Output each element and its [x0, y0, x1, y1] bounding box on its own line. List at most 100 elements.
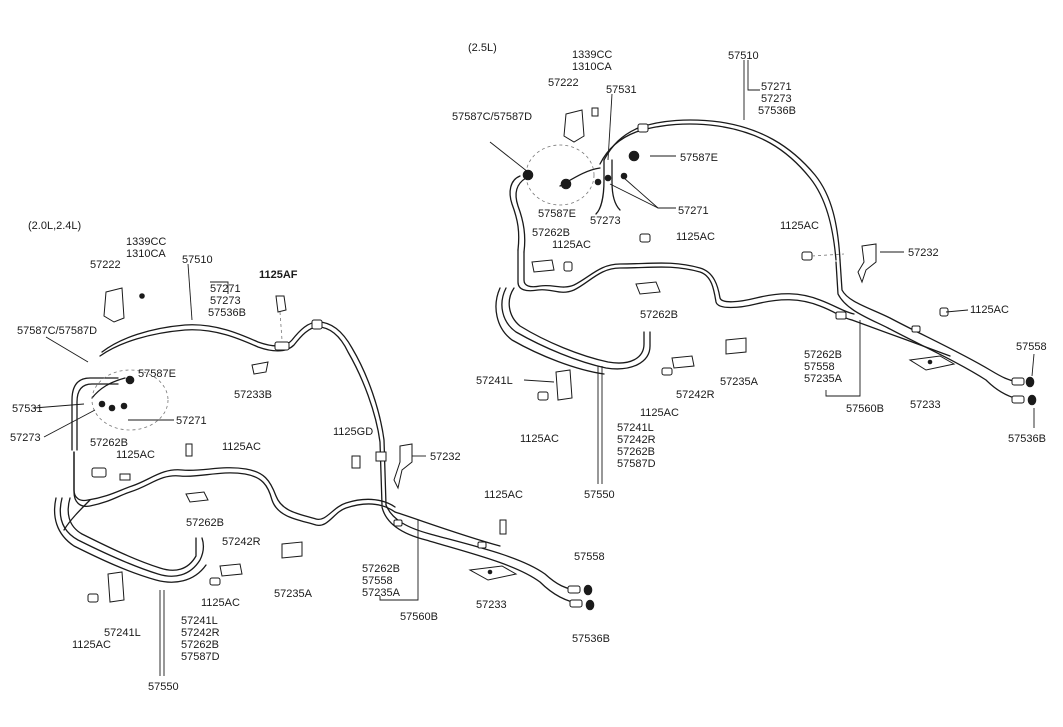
left-label-57273: 57273 — [10, 432, 41, 444]
left-hose-clip — [125, 375, 135, 385]
right-hose-57531 — [595, 159, 605, 215]
left-label-group-b-2: 57558 — [362, 575, 393, 587]
right-hose-57587e-a — [560, 178, 572, 190]
right-label-57560b: 57560B — [846, 403, 884, 415]
left-label-57271: 57271 — [176, 415, 207, 427]
left-bolt-1125af — [275, 295, 287, 313]
right-bracket-57232 — [857, 243, 877, 284]
left-clamp-57241l — [107, 571, 125, 603]
left-label-57222: 57222 — [90, 259, 121, 271]
left-label-57273-kit: 57273 — [210, 295, 241, 307]
left-label-group-a-4: 57587D — [181, 651, 220, 663]
right-label-1339cc: 1339CC — [572, 49, 612, 61]
left-bolt-1125ac-b — [87, 593, 99, 603]
left-variant-title: (2.0L,2.4L) — [28, 220, 81, 232]
right-lower-tube-b — [508, 287, 645, 364]
left-lower-tube-b — [67, 497, 197, 571]
right-label-1125ac-2: 1125AC — [676, 231, 715, 243]
left-label-group-b-3: 57235A — [362, 587, 401, 599]
left-label-57232: 57232 — [430, 451, 461, 463]
left-label-1125ac-mid: 1125AC — [484, 489, 523, 501]
left-cap-57536b — [585, 599, 595, 611]
right-label-1125ac-1: 1125AC — [552, 239, 591, 251]
right-label-group-a-1: 57241L — [617, 422, 654, 434]
right-label-57222: 57222 — [548, 77, 579, 89]
right-label-57531: 57531 — [606, 84, 637, 96]
left-label-57510: 57510 — [182, 254, 213, 266]
right-clip-57242r — [671, 355, 695, 369]
left-assembly — [33, 263, 595, 676]
right-label-57587e-1: 57587E — [680, 152, 718, 164]
right-label-group-b-1: 57262B — [804, 349, 842, 361]
right-hose-clip-c — [522, 169, 534, 181]
right-label-1125ac-4: 1125AC — [970, 304, 1009, 316]
left-tube-57560b — [385, 504, 581, 591]
left-label-57262b-b: 57262B — [186, 517, 224, 529]
left-label-1310ca: 1310CA — [126, 248, 166, 260]
left-tube-57510 — [101, 321, 387, 506]
left-label-group-b-1: 57262B — [362, 563, 400, 575]
right-label-57271-kit: 57271 — [761, 81, 792, 93]
right-label-group-a-3: 57262B — [617, 446, 655, 458]
right-label-57273-kit: 57273 — [761, 93, 792, 105]
right-label-57233: 57233 — [910, 399, 941, 411]
right-bolt-1125ac-b — [801, 251, 813, 261]
right-grommet-57262b-b — [635, 281, 661, 295]
left-label-1125ac-2: 1125AC — [222, 441, 261, 453]
right-cap-57536b — [1027, 394, 1037, 406]
right-tube-57560b — [839, 259, 1023, 383]
right-label-57273: 57273 — [590, 215, 621, 227]
left-lower-tube-a — [73, 451, 396, 526]
left-nut-1339cc — [139, 293, 145, 299]
left-bolt-1125ac-c — [499, 519, 507, 535]
left-label-57233: 57233 — [476, 599, 507, 611]
right-label-group-b-2: 57558 — [804, 361, 835, 373]
right-hose-57587e-b — [628, 150, 640, 162]
right-label-57232: 57232 — [908, 247, 939, 259]
right-label-57536b-kit: 57536B — [758, 105, 796, 117]
left-label-1125ac-4: 1125AC — [72, 639, 111, 651]
right-label-57558: 57558 — [1016, 341, 1047, 353]
left-label-1125ac-3: 1125AC — [201, 597, 240, 609]
left-label-57536b: 57536B — [572, 633, 610, 645]
right-assembly — [489, 60, 1037, 484]
right-label-1125ac-5: 1125AC — [640, 407, 679, 419]
right-label-57550: 57550 — [584, 489, 615, 501]
left-clip-57233b — [251, 361, 269, 375]
left-bracket-57232 — [393, 443, 413, 490]
left-label-57271-kit: 57271 — [210, 283, 241, 295]
right-variant-title: (2.5L) — [468, 42, 497, 54]
right-grommet-57262b — [531, 259, 555, 273]
left-label-1125ac-1: 1125AC — [116, 449, 155, 461]
right-label-group-b-3: 57235A — [804, 373, 843, 385]
right-label-57510: 57510 — [728, 50, 759, 62]
left-label-57560b: 57560B — [400, 611, 438, 623]
left-label-1339cc: 1339CC — [126, 236, 166, 248]
left-label-57587c: 57587C/57587D — [17, 325, 97, 337]
right-label-57271: 57271 — [678, 205, 709, 217]
left-label-57233b: 57233B — [234, 389, 272, 401]
left-label-57531: 57531 — [12, 403, 43, 415]
left-fitting-joint — [274, 341, 290, 351]
left-labels: (2.0L,2.4L) 1339CC 1310CA 57222 57510 57… — [10, 220, 610, 693]
right-labels: (2.5L) 1339CC 1310CA 57222 57531 57510 5… — [452, 42, 1047, 501]
left-label-57536b-kit: 57536B — [208, 307, 246, 319]
right-tube-57510 — [603, 119, 841, 261]
right-label-1125ac-3: 1125AC — [780, 220, 819, 232]
left-label-57550: 57550 — [148, 681, 179, 693]
left-label-57262b: 57262B — [90, 437, 128, 449]
left-label-57242r: 57242R — [222, 536, 261, 548]
left-bolt-1125gd — [351, 455, 361, 469]
left-label-1125gd: 1125GD — [333, 426, 373, 438]
left-label-group-a-2: 57242R — [181, 627, 220, 639]
right-label-1125ac-6: 1125AC — [520, 433, 559, 445]
right-label-57241l: 57241L — [476, 375, 513, 387]
left-clip-57242r — [219, 563, 243, 577]
left-cap-57558 — [583, 584, 593, 596]
right-bolt-1125ac-a — [639, 233, 651, 243]
left-hose-57531 — [71, 377, 119, 451]
left-label-57241l: 57241L — [104, 627, 141, 639]
left-plate-57233 — [468, 565, 518, 581]
right-label-57235a: 57235A — [720, 376, 759, 388]
